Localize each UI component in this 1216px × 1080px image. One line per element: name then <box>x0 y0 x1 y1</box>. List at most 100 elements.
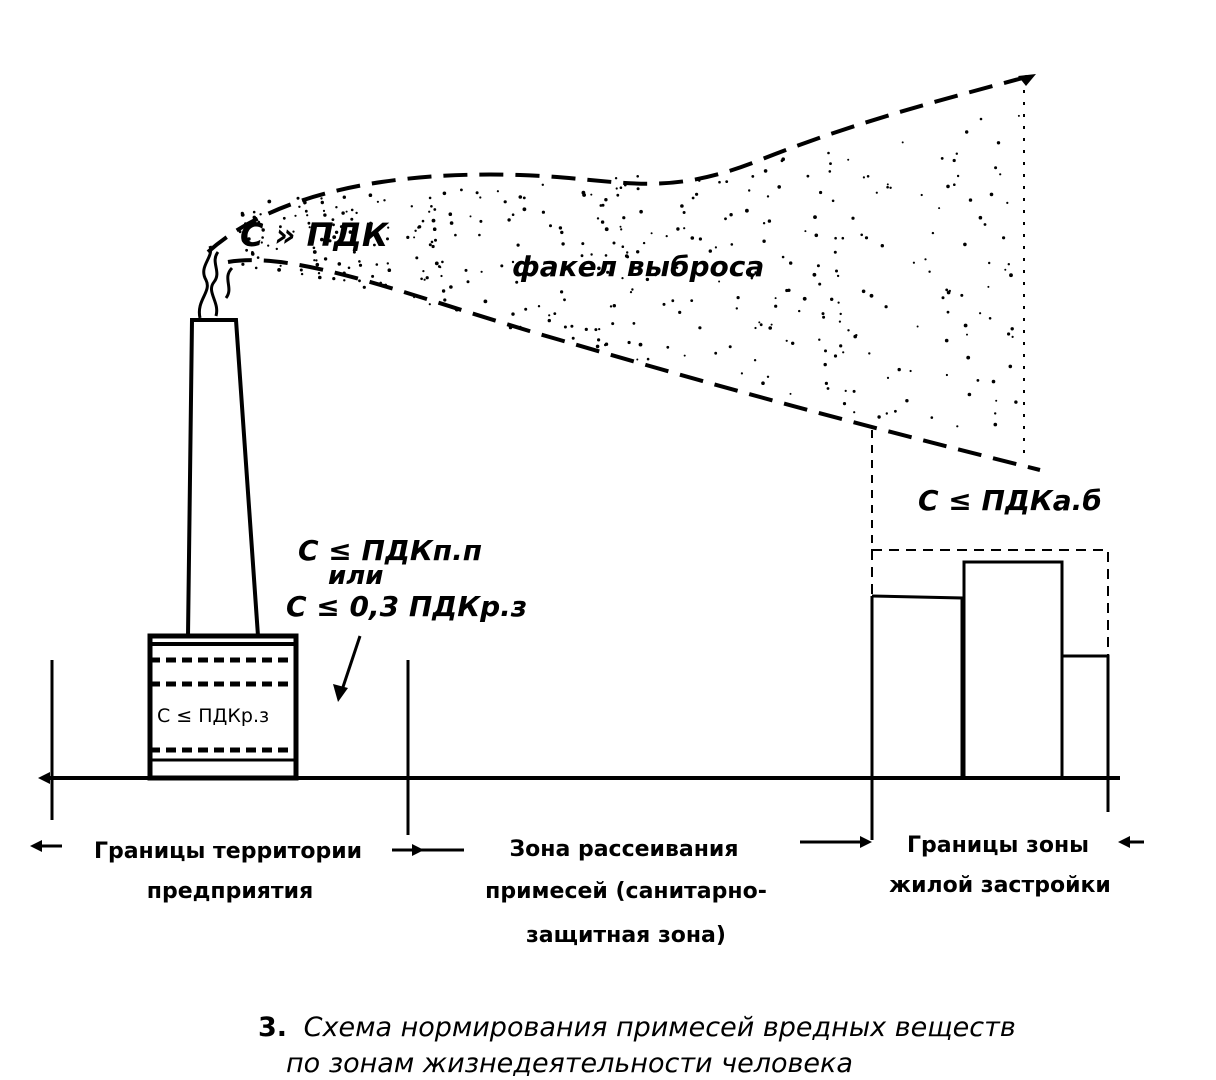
plume-dot <box>341 211 345 215</box>
zone-dispersion-line-2: примесей (санитарно- <box>485 879 767 904</box>
plume-dot <box>325 226 329 230</box>
plume-dot <box>601 203 605 207</box>
plume-dot <box>993 422 998 427</box>
plume-dot <box>708 249 712 253</box>
plume-dot <box>379 281 383 285</box>
plume-dot <box>835 269 838 273</box>
plume-dot <box>930 416 934 419</box>
plume-dot <box>373 243 376 247</box>
plume-dot <box>558 226 563 230</box>
plume-dot <box>826 387 830 390</box>
plume-dot <box>690 299 694 302</box>
plume-dot <box>371 274 375 278</box>
plume-dot <box>777 185 781 189</box>
plume-dot <box>323 213 327 217</box>
plume-dot <box>245 248 249 252</box>
plume-dot <box>627 340 631 345</box>
enterprise-arrow-left-head <box>30 840 42 852</box>
plume-dot <box>614 177 618 180</box>
plume-dot <box>478 233 481 237</box>
residential-arrow-head <box>1118 836 1130 848</box>
plume-dot <box>671 299 675 303</box>
plume-dot <box>296 196 300 200</box>
plume-dot <box>621 277 624 280</box>
plume-dot <box>320 237 324 242</box>
plume-dot <box>604 227 609 232</box>
plume-dot <box>622 216 626 220</box>
plume-dot <box>880 244 884 248</box>
plume-dot <box>604 254 608 257</box>
plume-dot <box>537 305 541 308</box>
plume-dot <box>503 200 507 204</box>
plume-dot <box>304 209 308 213</box>
plume-dot <box>884 305 888 309</box>
plume-dot <box>851 216 855 220</box>
plume-dot <box>275 247 278 251</box>
plume-dot <box>612 304 616 308</box>
plume-dot <box>839 344 843 348</box>
plume-dot <box>762 239 766 243</box>
plume-dot <box>869 293 874 298</box>
plume-dot <box>522 207 527 212</box>
plume-dot <box>334 230 339 234</box>
plume-dot <box>724 217 727 221</box>
plume-dot <box>332 223 335 227</box>
plume-dot <box>636 175 639 178</box>
plume-dot <box>770 323 773 326</box>
plume-dot <box>421 219 425 223</box>
plume-dot <box>619 186 623 189</box>
plume-dot <box>595 344 600 349</box>
plume-dot <box>312 246 316 250</box>
plume-dot <box>386 237 389 241</box>
plume-dot <box>736 296 740 300</box>
plume-dot <box>309 240 312 243</box>
plume-dot <box>317 272 321 275</box>
plume-dot <box>254 266 258 270</box>
plume-dot <box>960 293 964 297</box>
plume-dot <box>956 425 959 428</box>
plume-dot <box>511 260 515 264</box>
plume-dot <box>901 141 904 144</box>
plume-dot <box>999 173 1002 176</box>
plume-dot <box>376 200 379 203</box>
plume-dot <box>241 239 244 242</box>
plume-dot <box>931 231 935 235</box>
plume-dot <box>320 197 323 200</box>
plume-dot <box>311 238 314 241</box>
caption-line-1: 3. Схема нормирования примесей вредных в… <box>258 1012 1016 1043</box>
plume-dots <box>238 114 1020 428</box>
plume-dot <box>813 215 817 220</box>
plume-dot <box>665 235 668 238</box>
plume-dot <box>729 213 733 217</box>
zone-enterprise-line-2: предприятия <box>147 879 313 904</box>
plume-dot <box>829 162 832 166</box>
plume-dot <box>924 258 927 261</box>
plume-dot <box>632 322 636 325</box>
plume-dot <box>422 270 425 273</box>
plume-dot <box>802 296 807 301</box>
pp-pointer-line <box>340 635 362 691</box>
plume-dot <box>831 199 835 203</box>
plume-dot <box>375 263 379 266</box>
plume-dot <box>953 183 956 186</box>
plume-dot <box>244 226 248 230</box>
plume-dot <box>740 372 744 375</box>
plume-dot <box>682 211 686 214</box>
plume-dot <box>886 376 890 379</box>
plume-dot <box>549 224 552 228</box>
plume-dot <box>581 242 585 246</box>
plume-dot <box>821 312 825 316</box>
plume-dot <box>434 238 437 242</box>
plume-dot <box>500 264 504 268</box>
plume-dot <box>261 236 264 239</box>
plume-dot <box>818 338 821 341</box>
label-c-much-greater: C » ПДК <box>240 216 390 254</box>
plume-dot <box>598 328 601 331</box>
plume-dot <box>417 226 420 229</box>
plume-dot <box>244 222 247 226</box>
plume-dot <box>560 290 564 294</box>
plume-dot <box>987 285 990 288</box>
plume-dot <box>789 392 792 395</box>
plume-dot <box>763 169 768 173</box>
